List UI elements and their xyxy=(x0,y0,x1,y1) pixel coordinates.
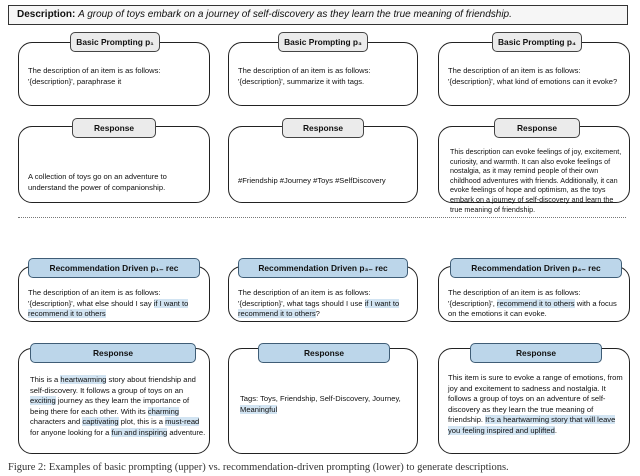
highlight-span: fun and inspiring xyxy=(111,427,168,437)
response-title: Response xyxy=(258,343,390,363)
highlight-span: must-read xyxy=(165,417,200,426)
text-span: This is a xyxy=(30,375,61,384)
basic-response-text: This description can evoke feelings of j… xyxy=(450,147,622,214)
response-title: Response xyxy=(30,343,196,363)
description-label: Description: xyxy=(17,9,76,20)
basic-response-text: #Friendship #Journey #Toys #SelfDiscover… xyxy=(238,176,386,185)
rec-driven-title: Recommendation Driven p₃₋ rec xyxy=(238,258,408,278)
text-span: This item is sure to evoke a range of em… xyxy=(448,373,623,424)
text-span: story about friendship and self-discover… xyxy=(30,375,196,395)
text-span: The description of an item is as follows… xyxy=(28,288,161,308)
text-span: journey as they learn the importance of … xyxy=(30,396,190,416)
figure-caption: Figure 2: Examples of basic prompting (u… xyxy=(8,462,509,473)
response-title: Response xyxy=(282,118,364,138)
basic-response-text: A collection of toys go on an adventure … xyxy=(28,172,167,192)
text-span: adventure. xyxy=(167,427,206,437)
response-title: Response xyxy=(470,343,602,363)
text-span: with a focus on the emotions it can evok… xyxy=(448,298,617,319)
basic-response-card xyxy=(18,126,210,203)
highlight-span: charming xyxy=(147,406,180,416)
response-title: Response xyxy=(72,118,156,138)
basic-prompt-card xyxy=(438,42,630,106)
highlight-span: exciting xyxy=(30,396,56,405)
basic-prompt-text: The description of an item is as follows… xyxy=(448,66,618,86)
text-span: ? xyxy=(315,309,320,318)
highlight-span: heartwarming xyxy=(60,375,107,384)
description-box: Description: A group of toys embark on a… xyxy=(8,5,628,25)
basic-prompting-title: Basic Prompting p₁ xyxy=(70,32,160,52)
basic-response-card xyxy=(438,126,630,203)
text-span: . xyxy=(554,425,557,435)
text-span: The description of an item is as follows… xyxy=(238,288,371,308)
rec-prompt-text: The description of an item is as follows… xyxy=(238,288,412,320)
highlight-span: captivating xyxy=(82,417,119,426)
text-span: characters and xyxy=(30,417,83,426)
text-span: Tags: Toys, Friendship, Self-Discovery, … xyxy=(240,394,401,403)
text-span: The description of an item is as follows… xyxy=(448,288,581,308)
description-text: A group of toys embark on a journey of s… xyxy=(78,9,512,20)
rec-prompt-text: The description of an item is as follows… xyxy=(28,288,206,320)
section-divider xyxy=(18,217,626,218)
response-title: Response xyxy=(494,118,580,138)
rec-prompt-text: The description of an item is as follows… xyxy=(448,288,626,320)
rec-response-text: This is a heartwarming story about frien… xyxy=(30,375,206,438)
text-span: for anyone looking for a xyxy=(30,427,112,437)
basic-prompting-title: Basic Prompting p₄ xyxy=(492,32,582,52)
rec-driven-title: Recommendation Driven p₁₋ rec xyxy=(28,258,200,278)
text-span: plot, this is a xyxy=(118,417,166,426)
highlight-span: recommend it to others xyxy=(496,298,575,308)
basic-prompting-title: Basic Prompting p₃ xyxy=(278,32,368,52)
basic-prompt-text: The description of an item is as follows… xyxy=(238,66,371,86)
rec-response-text: This item is sure to evoke a range of em… xyxy=(448,373,626,436)
rec-driven-title: Recommendation Driven p₄₋ rec xyxy=(450,258,622,278)
rec-response-text: Tags: Toys, Friendship, Self-Discovery, … xyxy=(240,394,412,415)
highlight-span: Meaningful xyxy=(240,404,278,414)
basic-response-card xyxy=(228,126,418,203)
basic-prompt-text: The description of an item is as follows… xyxy=(28,66,161,86)
rec-response-card xyxy=(438,348,630,454)
